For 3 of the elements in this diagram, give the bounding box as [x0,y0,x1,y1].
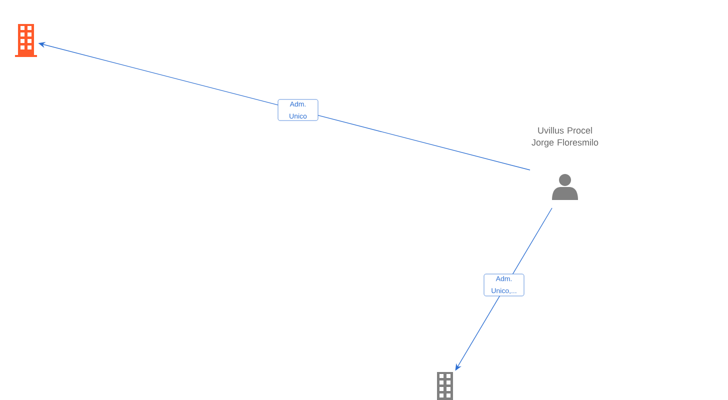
building-icon [15,24,37,57]
person-name: Uvillus Procel Jorge Floresmilo [532,127,598,148]
building-icon [437,372,453,400]
